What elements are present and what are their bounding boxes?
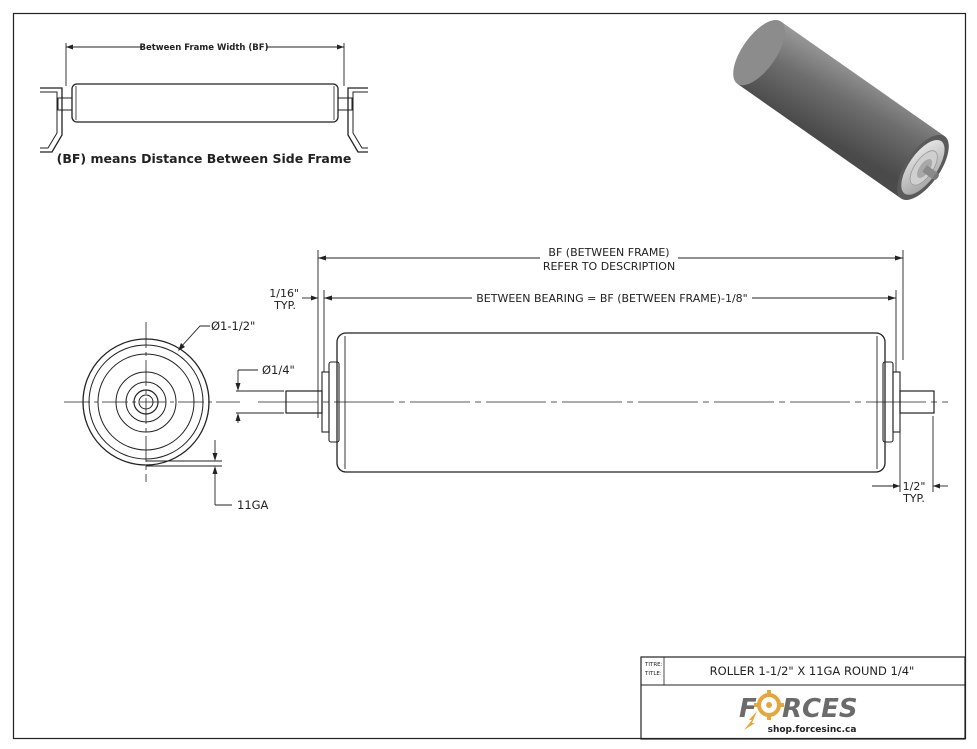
axle-extension-typ-label: TYP. [902,492,925,505]
svg-text:F: F [739,694,757,724]
between-bearing-label: BETWEEN BEARING = BF (BETWEEN FRAME)-1/8… [476,292,747,305]
between-frame-dimension: BF (BETWEEN FRAME) REFER TO DESCRIPTION [317,246,904,418]
svg-text:RCES: RCES [782,694,858,724]
outer-diameter-label: Ø1-1/2" [211,319,255,333]
inset-caption: (BF) means Distance Between Side Frame [57,151,352,166]
title-block: TITRE: TITLE: ROLLER 1-1/2" X 11GA ROUND… [640,656,966,740]
sheet-border [12,12,967,740]
end-view: Ø1-1/2" 11GA [64,319,269,512]
title-field-label-en: TITLE: [644,671,662,677]
gap-dimension: 1/16" TYP. [269,287,318,312]
inset-dimension-label: Between Frame Width (BF) [140,43,269,53]
refer-description-label: REFER TO DESCRIPTION [543,260,675,273]
axle-extension-dimension: 1/2" TYP. [872,416,948,505]
axle-diameter-label: Ø1/4" [262,363,295,377]
roller-3d-illustration [733,20,949,200]
forces-logo: F RCES shop.forcesinc.ca [739,690,858,735]
between-frame-label: BF (BETWEEN FRAME) [548,246,669,259]
lightning-icon [744,711,757,730]
drawing-title: ROLLER 1-1/2" X 11GA ROUND 1/4" [710,664,915,678]
axle-diameter-dimension: Ø1/4" [235,363,295,423]
between-bearing-dimension: BETWEEN BEARING = BF (BETWEEN FRAME)-1/8… [323,290,897,372]
wall-gauge-label: 11GA [237,498,269,512]
axle-extension-label: 1/2" [903,480,926,493]
title-field-label-fr: TITRE: [644,662,663,668]
gap-label: 1/16" [269,287,299,300]
gear-icon [754,690,784,720]
frame-width-inset: Between Frame Width (BF) (BF) means Dist… [40,43,368,166]
logo-url: shop.forcesinc.ca [768,725,857,735]
gap-typ-label: TYP. [273,299,296,312]
side-view [258,332,948,473]
